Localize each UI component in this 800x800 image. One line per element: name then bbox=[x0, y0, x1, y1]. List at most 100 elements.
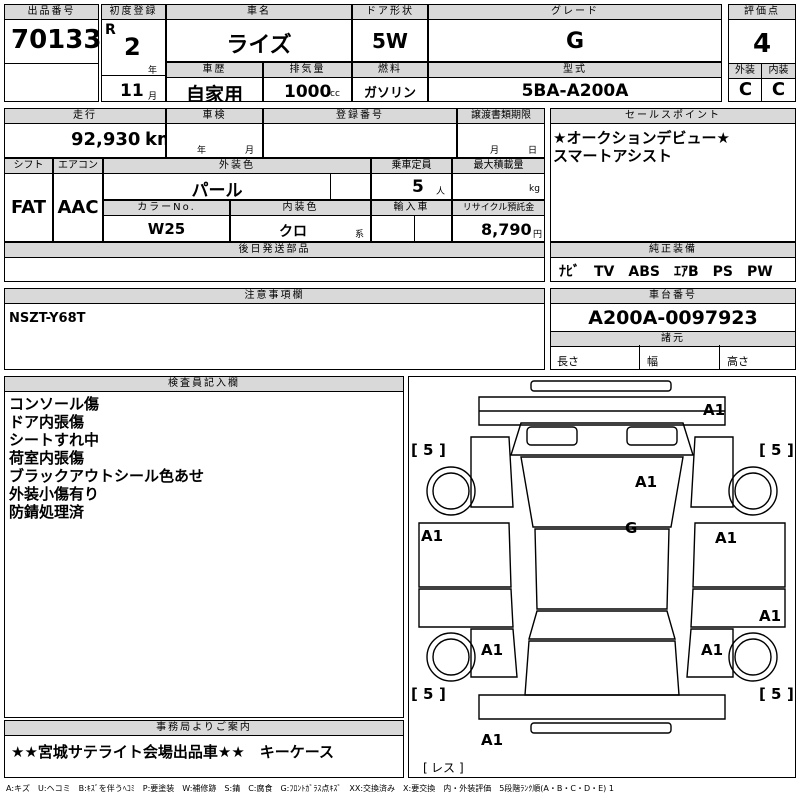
inspector-box: 検査員記入欄 コンソール傷 ドア内張傷 シートすれ中 荷室内張傷 ブラックアウト… bbox=[4, 376, 404, 718]
mileage-cell: 走行 92,930 km bbox=[4, 108, 166, 158]
max-load-unit: kg bbox=[529, 184, 540, 194]
capacity: 5 bbox=[412, 177, 424, 197]
score-header: 評価点 bbox=[728, 4, 796, 20]
left-rear-door bbox=[418, 588, 514, 628]
svg-text:]: ] bbox=[787, 685, 794, 703]
model-code-header: 型式 bbox=[429, 63, 721, 78]
svg-text:]: ] bbox=[439, 685, 446, 703]
sales-point-item: スマートアシスト bbox=[553, 147, 672, 165]
inspection-year-unit: 年 bbox=[197, 146, 207, 156]
tailgate bbox=[524, 640, 680, 696]
fuel-cell: 燃料 ガソリン bbox=[352, 62, 428, 102]
later-parts-header: 後日発送部品 bbox=[5, 243, 544, 258]
notes: NSZT-Y68T bbox=[9, 311, 86, 326]
door-type: 5W bbox=[372, 29, 408, 53]
transfer-header: 譲渡書類期限 bbox=[458, 109, 544, 124]
capacity-unit: 人 bbox=[436, 187, 446, 197]
displacement-cell: 排気量 1000 cc bbox=[263, 62, 352, 102]
door-box: ドア形状 5W bbox=[352, 4, 428, 62]
fuel: ガソリン bbox=[363, 86, 416, 101]
shift-header: シフト bbox=[5, 159, 52, 174]
damage-mark: A1 bbox=[421, 527, 443, 545]
hood bbox=[510, 422, 694, 456]
displacement-header: 排気量 bbox=[264, 63, 351, 78]
dim-length-label: 長さ bbox=[557, 355, 579, 368]
tire-rear-right bbox=[728, 632, 778, 682]
fuel-header: 燃料 bbox=[353, 63, 427, 78]
int-color-unit: 系 bbox=[355, 230, 365, 240]
tire-rl-reading: 5 bbox=[423, 685, 433, 703]
tire-fl-reading: 5 bbox=[423, 441, 433, 459]
damage-mark: A1 bbox=[481, 731, 503, 749]
dim-divider-2 bbox=[719, 345, 720, 370]
front-right-fender bbox=[690, 436, 734, 508]
roof bbox=[534, 528, 670, 610]
genuine-equip-cell: 純正装備 ﾅﾋﾞ TV ABS ｴｱB PS PW bbox=[550, 242, 796, 282]
later-parts-cell: 後日発送部品 bbox=[4, 242, 545, 282]
color-no-header: カラーNo. bbox=[104, 201, 229, 216]
dimensions-header: 諸元 bbox=[550, 331, 796, 347]
era: R bbox=[105, 22, 116, 38]
int-color-cell: 内装色 クロ 系 bbox=[230, 200, 371, 242]
left-front-door bbox=[418, 522, 512, 588]
spare-tire-status: レス bbox=[431, 761, 455, 775]
first-reg-divider bbox=[101, 75, 166, 76]
rear-bottom-strip bbox=[530, 722, 672, 734]
import-cell: 輸入車 bbox=[371, 200, 452, 242]
history: 自家用 bbox=[185, 84, 243, 102]
month-unit: 月 bbox=[148, 92, 158, 102]
registration-cell: 登録番号 bbox=[263, 108, 457, 158]
sales-point-box: セールスポイント ★オークションデビュー★ スマートアシスト bbox=[550, 108, 796, 242]
air-conditioner: AAC bbox=[57, 197, 99, 218]
int-color: クロ bbox=[279, 224, 307, 240]
svg-text:]: ] bbox=[439, 441, 446, 459]
damage-mark: A1 bbox=[701, 641, 723, 659]
genuine-equipment: ﾅﾋﾞ TV ABS ｴｱB PS PW bbox=[559, 264, 773, 280]
svg-text:[: [ bbox=[759, 441, 766, 459]
import-header: 輸入車 bbox=[372, 201, 451, 216]
damage-mark: A1 bbox=[635, 473, 657, 491]
dim-divider-1 bbox=[639, 345, 640, 370]
svg-text:]: ] bbox=[459, 761, 464, 775]
car-name-box: 車名 ライズ bbox=[166, 4, 352, 62]
interior-score: C bbox=[771, 79, 786, 100]
first-registration-box: 初度登録 R 2 年 11 月 bbox=[101, 4, 166, 102]
front-left-fender bbox=[470, 436, 514, 508]
grade-header: グレード bbox=[428, 4, 722, 20]
transfer-day-unit: 日 bbox=[528, 146, 538, 156]
inspector-note: 防錆処理済 bbox=[9, 503, 85, 521]
door-header: ドア形状 bbox=[352, 4, 428, 20]
ext-color-divider bbox=[330, 173, 331, 199]
interior-header: 内装 bbox=[761, 63, 796, 79]
tire-rr-reading: 5 bbox=[771, 685, 781, 703]
mileage-header: 走行 bbox=[5, 109, 165, 124]
windshield bbox=[520, 456, 684, 528]
model-code-cell: 型式 5BA-A200A bbox=[428, 62, 722, 102]
inspector-note: 外装小傷有り bbox=[9, 485, 100, 503]
dim-height-label: 高さ bbox=[727, 355, 749, 368]
svg-text:[: [ bbox=[759, 685, 766, 703]
car-name: ライズ bbox=[226, 33, 292, 58]
lot-divider bbox=[4, 63, 99, 64]
max-load-cell: 最大積載量 kg bbox=[452, 158, 545, 200]
recycle-cell: リサイクル預託金 8,790 円 bbox=[452, 200, 545, 242]
model-code: 5BA-A200A bbox=[521, 81, 629, 101]
chassis-box: 車台番号 A200A-0097923 諸元 長さ 幅 高さ bbox=[550, 288, 796, 370]
right-rear-door bbox=[690, 588, 786, 628]
mileage-unit: km bbox=[145, 129, 165, 150]
exterior-header: 外装 bbox=[728, 63, 762, 79]
chassis-header: 車台番号 bbox=[550, 288, 796, 304]
mileage: 92,930 bbox=[71, 129, 141, 150]
recycle-header: リサイクル預託金 bbox=[453, 201, 544, 216]
inspector-note: シートすれ中 bbox=[9, 431, 100, 449]
transfer-month-unit: 月 bbox=[490, 146, 500, 156]
first-registration-header: 初度登録 bbox=[101, 4, 166, 20]
year-unit: 年 bbox=[148, 66, 158, 76]
lot-number: 70133 bbox=[11, 25, 102, 55]
tire-front-right bbox=[728, 466, 778, 516]
svg-text:]: ] bbox=[787, 441, 794, 459]
right-front-door bbox=[692, 522, 786, 588]
damage-mark: A1 bbox=[703, 401, 725, 419]
sales-point-list: ★オークションデビュー★ スマートアシスト bbox=[553, 129, 730, 165]
shift: FAT bbox=[10, 197, 47, 218]
